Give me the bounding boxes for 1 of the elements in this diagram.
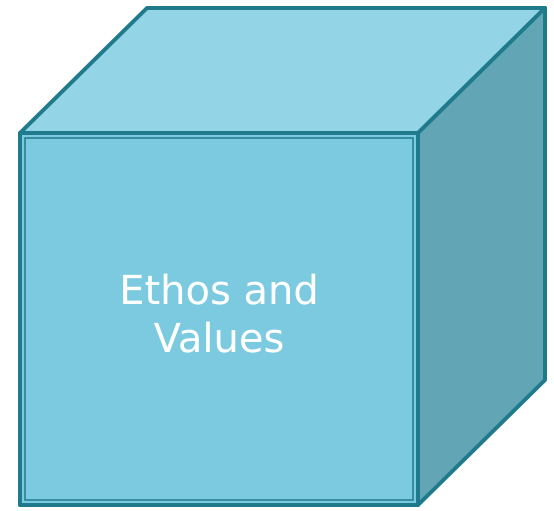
cube-label: Ethos and Values xyxy=(118,267,320,363)
